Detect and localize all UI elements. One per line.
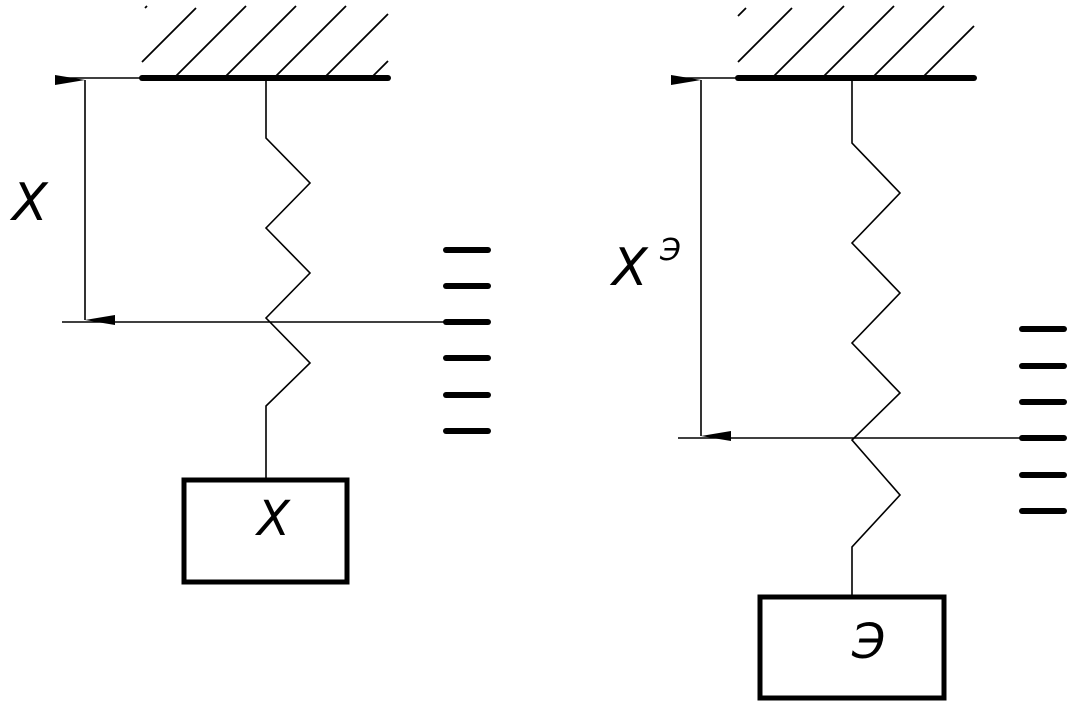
left-weight-label: X: [254, 491, 291, 547]
left-spring: [264, 78, 312, 478]
left-ceiling-hatching: [141, 5, 389, 78]
right-weight-box: [757, 594, 947, 701]
left-weight-box: [181, 477, 350, 585]
right-spring: [850, 78, 902, 596]
right-dimension-label: X: [609, 238, 649, 298]
right-weight-label: Э: [851, 614, 886, 670]
right-ceiling-hatching: [737, 5, 975, 78]
left-system: X X: [9, 5, 491, 585]
left-scale: [443, 247, 491, 434]
left-dimension-label: X: [9, 173, 49, 233]
right-system: X Э Э: [609, 5, 1067, 701]
right-scale: [1019, 326, 1067, 514]
right-dimension-subscript: Э: [659, 233, 681, 268]
